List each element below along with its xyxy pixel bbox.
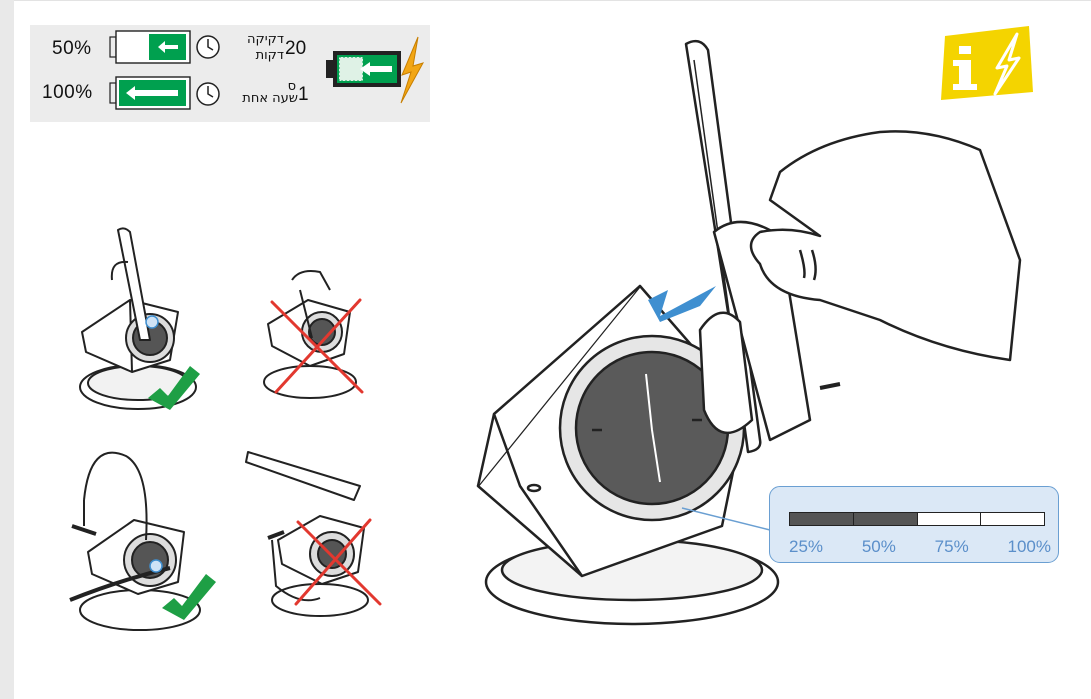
headset-wrong-placement-1 [264, 271, 356, 398]
battery-level-label-100: 100% [1007, 537, 1050, 557]
battery-level-segment-75 [918, 513, 982, 525]
battery-level-label-50: 50% [862, 537, 896, 557]
battery-level-label-25: 25% [789, 537, 823, 557]
battery-level-labels: 25% 50% 75% 100% [789, 537, 1051, 557]
battery-level-segment-50 [854, 513, 918, 525]
battery-level-segment-100 [981, 513, 1044, 525]
insert-arrow-icon [648, 286, 716, 322]
battery-level-label-75: 75% [935, 537, 969, 557]
battery-level-segment-25 [790, 513, 854, 525]
battery-level-legend: 25% 50% 75% 100% [769, 486, 1059, 563]
battery-level-bar [789, 512, 1045, 526]
headset-correct-placement-2 [70, 453, 200, 630]
